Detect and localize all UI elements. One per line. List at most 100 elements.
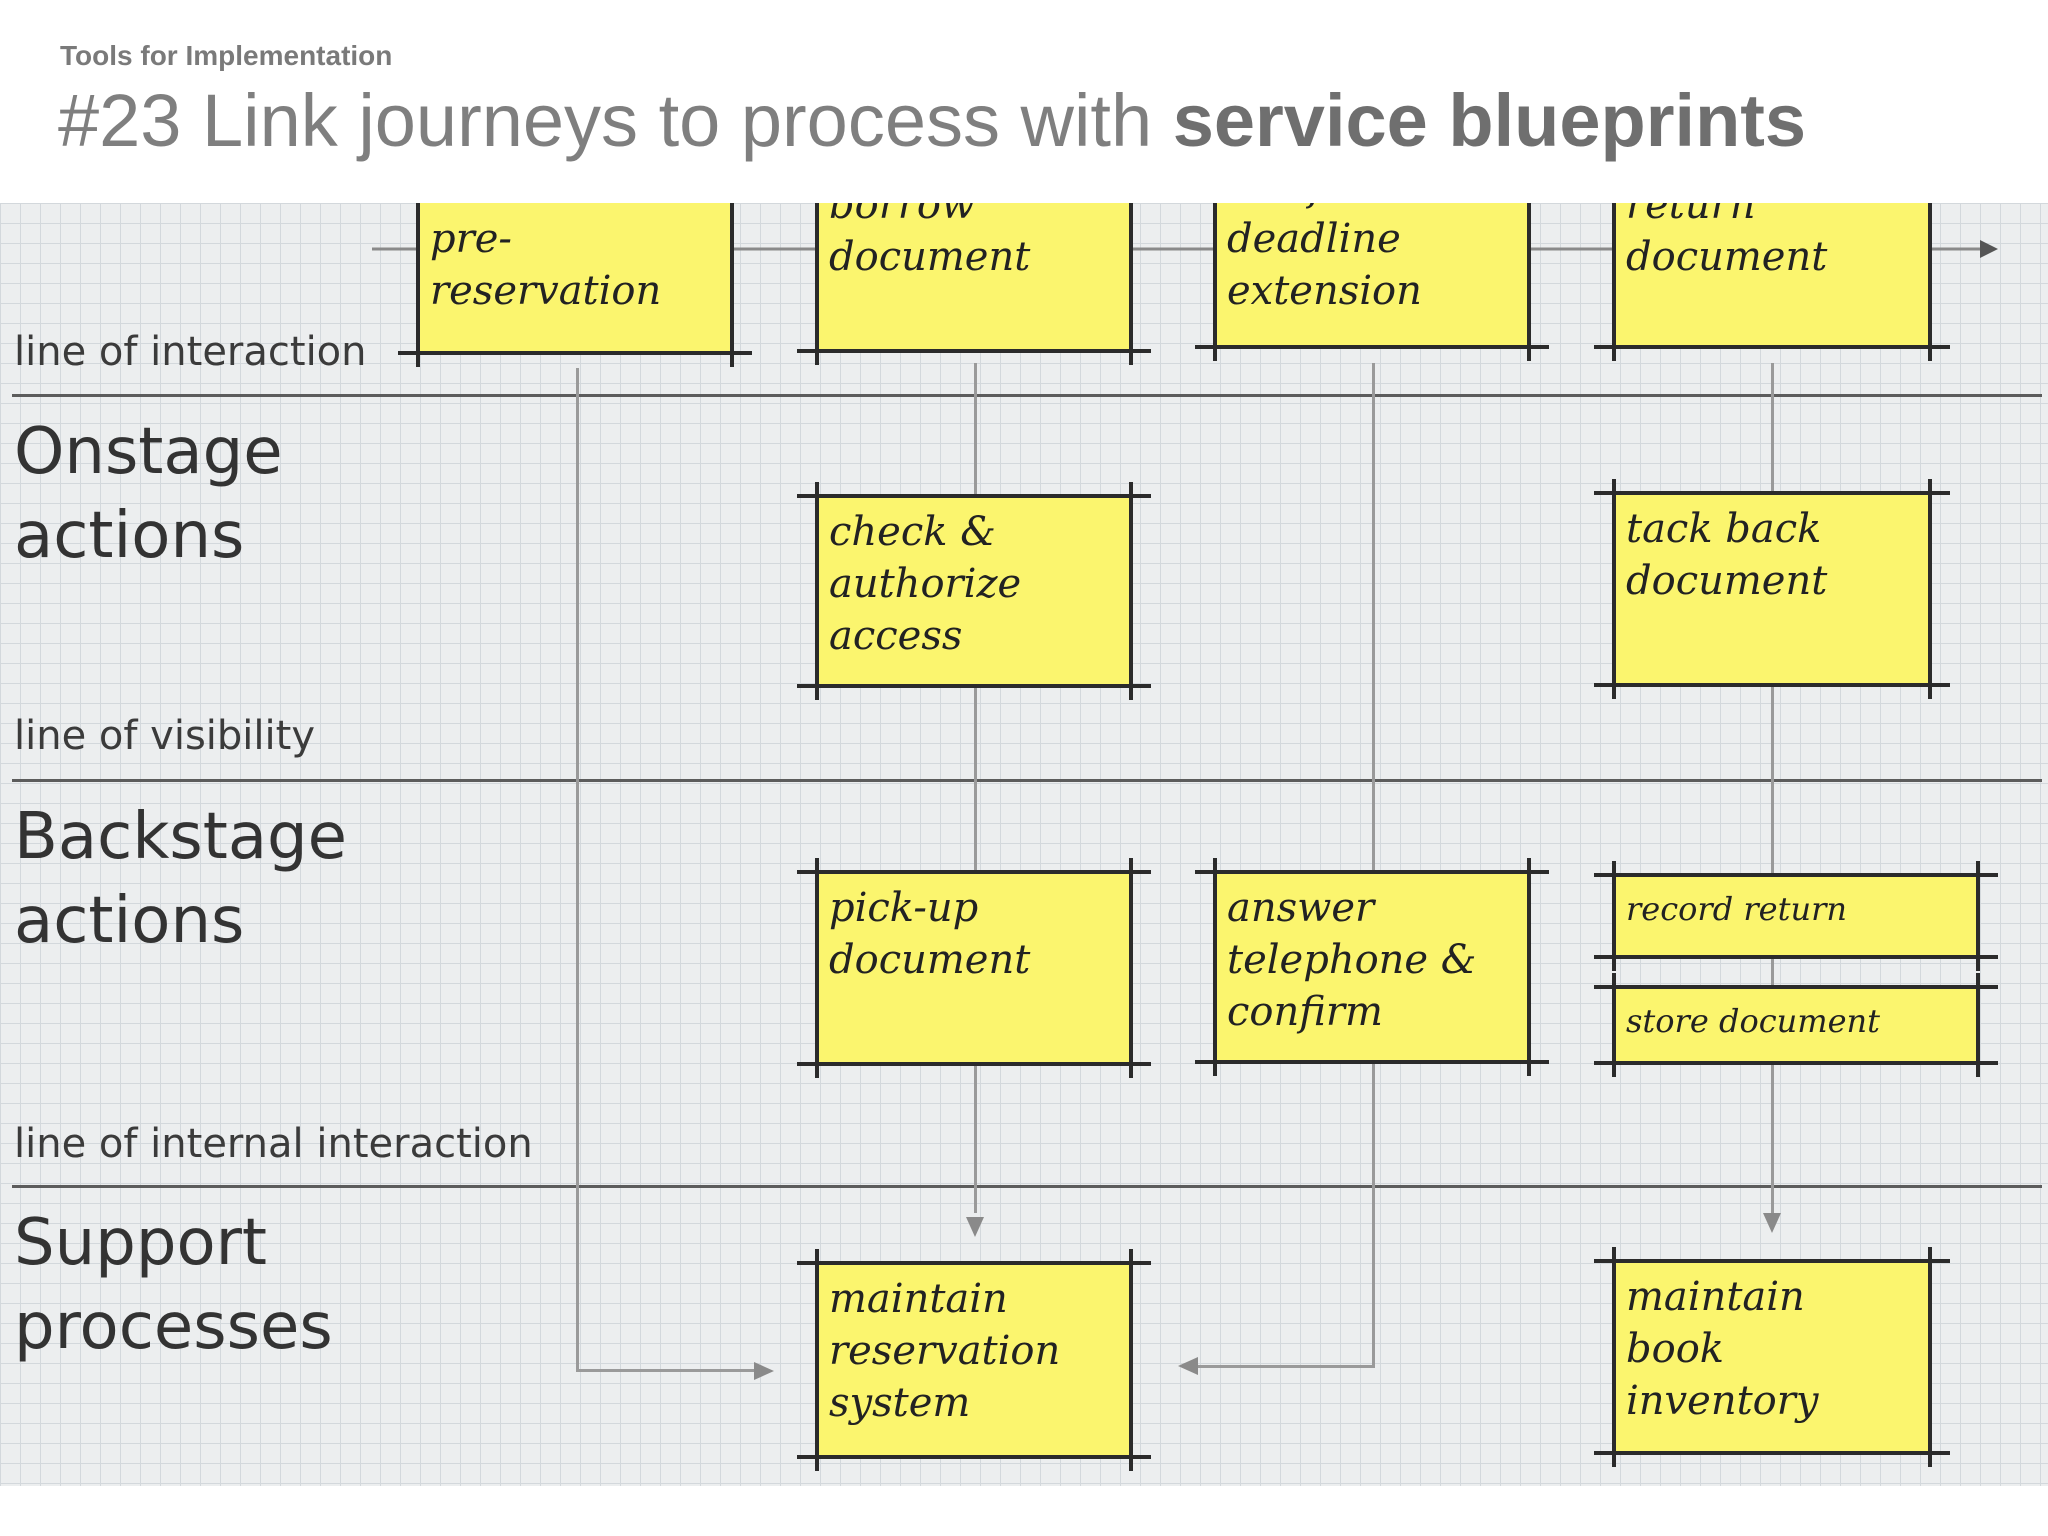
note-corner-tick xyxy=(815,339,819,365)
note-return-document-text: return document xyxy=(1626,203,1920,283)
note-corner-tick xyxy=(1129,482,1133,508)
note-corner-tick xyxy=(1976,945,1980,971)
note-borrow-document-text: borrow document xyxy=(829,203,1121,283)
note-tack-back-document: tack back document xyxy=(1594,479,1950,699)
note-corner-tick xyxy=(815,1445,819,1471)
note-maintain-reservation-system: maintain reservation system xyxy=(797,1249,1151,1471)
connector-reservation-horizontal xyxy=(576,1369,766,1372)
note-return-document: return document xyxy=(1594,203,1950,361)
note-maintain-reservation-system-text: maintain reservation system xyxy=(829,1273,1121,1429)
connector-extension-horizontal xyxy=(1190,1365,1375,1368)
note-text-line: maintain xyxy=(1626,1274,1805,1320)
section-kicker: Tools for Implementation xyxy=(60,40,393,71)
note-maintain-book-inventory-text: maintain book inventory xyxy=(1626,1271,1920,1427)
title-prefix: #23 Link journeys to process with xyxy=(58,79,1173,162)
note-corner-tick xyxy=(1612,1441,1616,1467)
note-corner-tick xyxy=(1976,861,1980,887)
note-record-return-text: record return xyxy=(1626,890,1847,928)
note-corner-tick xyxy=(1129,1249,1133,1275)
note-text-line: pre- xyxy=(430,216,512,262)
note-corner-tick xyxy=(1527,335,1531,361)
note-corner-tick xyxy=(1976,973,1980,999)
connector-borrow xyxy=(974,363,977,1213)
note-corner-tick xyxy=(1612,861,1616,887)
note-text-line: system xyxy=(829,1380,971,1426)
note-text-line: pick-up xyxy=(829,885,979,931)
note-corner-tick xyxy=(1928,673,1932,699)
note-text-line: answer xyxy=(1227,885,1375,931)
note-corner-tick xyxy=(1129,1052,1133,1078)
lane-support-line-1: Support xyxy=(14,1206,267,1280)
lane-backstage-line-2: actions xyxy=(14,884,245,958)
note-text-line: ask for xyxy=(1227,203,1519,213)
arrowhead-right-reservation xyxy=(754,1362,774,1380)
note-corner-tick xyxy=(1928,1247,1932,1273)
note-corner-tick xyxy=(815,1052,819,1078)
connector-reservation xyxy=(576,368,579,1372)
lane-onstage-line-2: actions xyxy=(14,499,245,573)
service-blueprint-diagram: line of interaction line of visibility l… xyxy=(0,203,2048,1486)
note-text-line: authorize xyxy=(829,561,1022,607)
line-of-visibility xyxy=(12,779,2042,782)
slide-header: Tools for Implementation #23 Link journe… xyxy=(0,0,2048,200)
note-text-line: reservation xyxy=(829,1328,1061,1374)
note-answer-telephone-confirm: answer telephone & confirm xyxy=(1195,858,1549,1076)
timeline-arrowhead xyxy=(1980,240,1998,258)
note-corner-tick xyxy=(1612,479,1616,505)
arrowhead-down-return xyxy=(1763,1213,1781,1233)
note-corner-tick xyxy=(1527,1050,1531,1076)
note-corner-tick xyxy=(1612,673,1616,699)
note-corner-tick xyxy=(1928,335,1932,361)
note-record-return: record return xyxy=(1594,861,1998,971)
lane-backstage-line-1: Backstage xyxy=(14,800,348,874)
note-pickup-document: pick-up document xyxy=(797,858,1151,1078)
note-corner-tick xyxy=(815,674,819,700)
note-corner-tick xyxy=(1928,1441,1932,1467)
note-store-document-text: store document xyxy=(1626,1002,1880,1040)
note-answer-telephone-confirm-text: answer telephone & confirm xyxy=(1227,882,1519,1038)
note-corner-tick xyxy=(1976,1051,1980,1077)
note-pickup-document-text: pick-up document xyxy=(829,882,1121,986)
note-text-line: maintain xyxy=(829,1276,1008,1322)
note-corner-tick xyxy=(1612,973,1616,999)
arrowhead-left-extension xyxy=(1178,1357,1198,1375)
lane-backstage-label: Backstage actions xyxy=(14,795,347,963)
note-text-line: extension xyxy=(1227,268,1422,314)
lane-onstage-line-1: Onstage xyxy=(14,415,283,489)
title-emphasis: service blueprints xyxy=(1172,79,1807,162)
note-text-line: access xyxy=(829,613,963,659)
lane-onstage-label: Onstage actions xyxy=(14,410,283,578)
note-corner-tick xyxy=(815,482,819,508)
note-text-line: book xyxy=(1626,1326,1725,1372)
note-corner-tick xyxy=(1129,858,1133,884)
line-of-visibility-label: line of visibility xyxy=(14,713,315,759)
note-text-line: confirm xyxy=(1227,989,1383,1035)
note-corner-tick xyxy=(1213,858,1217,884)
note-corner-tick xyxy=(1213,1050,1217,1076)
note-text-line: return xyxy=(1626,203,1756,228)
note-corner-tick xyxy=(1612,1051,1616,1077)
note-corner-tick xyxy=(815,858,819,884)
note-text-line: deadline xyxy=(1227,216,1401,262)
note-corner-tick xyxy=(1612,1247,1616,1273)
note-store-document: store document xyxy=(1594,973,1998,1077)
note-corner-tick xyxy=(416,341,420,367)
connector-return xyxy=(1771,363,1774,1213)
note-ask-deadline-extension: ask for deadline extension xyxy=(1195,203,1549,361)
line-of-internal-interaction-label: line of internal interaction xyxy=(14,1121,533,1167)
note-text-line: tack back xyxy=(1626,506,1822,552)
note-corner-tick xyxy=(1213,335,1217,361)
note-corner-tick xyxy=(815,1249,819,1275)
note-check-authorize-access: check & authorize access xyxy=(797,482,1151,700)
note-check-authorize-access-text: check & authorize access xyxy=(829,506,1121,662)
slide-title: #23 Link journeys to process with servic… xyxy=(58,78,1806,163)
line-of-interaction xyxy=(12,394,2042,397)
note-corner-tick xyxy=(1928,479,1932,505)
note-text-line: check & xyxy=(829,509,996,555)
note-maintain-book-inventory: maintain book inventory xyxy=(1594,1247,1950,1467)
line-of-interaction-label: line of interaction xyxy=(14,329,367,375)
lane-support-label: Support processes xyxy=(14,1201,333,1369)
